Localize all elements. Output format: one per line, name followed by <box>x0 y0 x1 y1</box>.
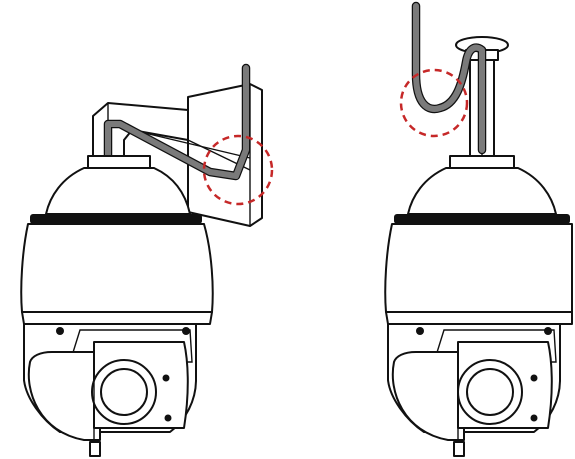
pendant-dashed-circle-callout-icon <box>399 68 469 138</box>
pendant-cable <box>411 1 487 155</box>
pendant-ptz-dome-camera-icon <box>384 167 573 457</box>
pendant-camera-neck <box>449 155 515 169</box>
wall-mount-panel <box>20 63 274 457</box>
wall-cable <box>103 63 251 181</box>
wall-dashed-circle-callout-icon <box>202 134 274 206</box>
pendant-mount-panel <box>384 1 573 457</box>
wall-ptz-dome-camera-icon <box>20 167 214 457</box>
wall-camera-neck <box>87 155 151 169</box>
